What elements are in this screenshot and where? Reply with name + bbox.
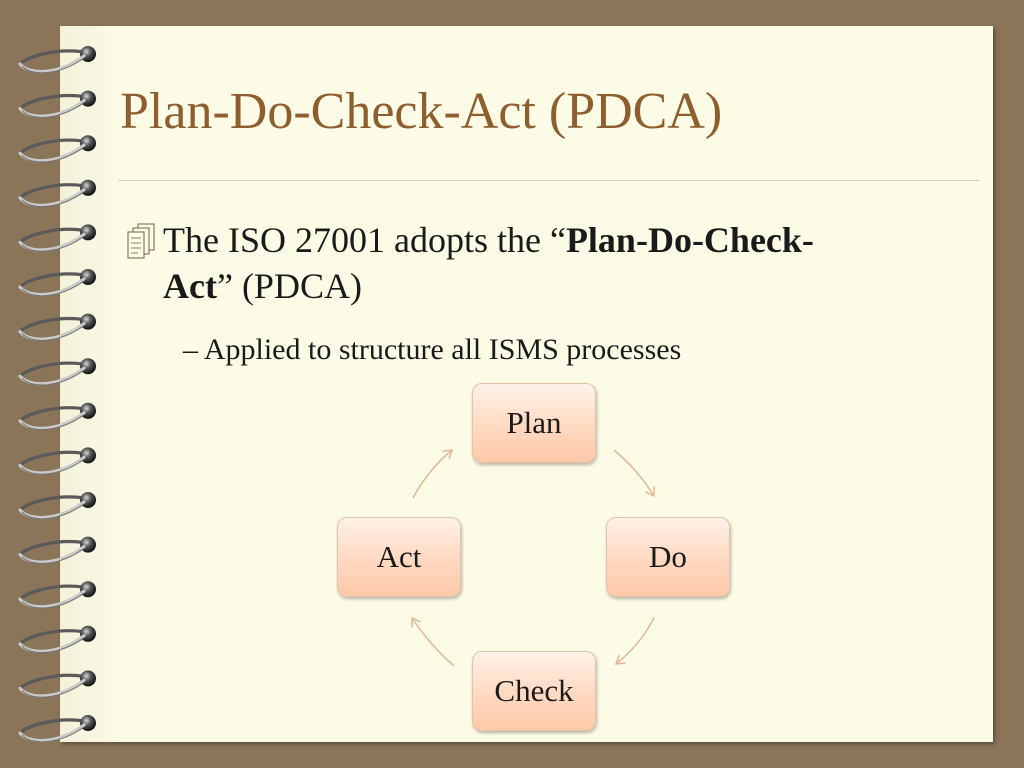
binding-ring xyxy=(18,402,96,431)
cycle-step-check: Check xyxy=(472,651,596,731)
binding-ring xyxy=(18,715,96,743)
binding-ring xyxy=(18,536,96,564)
spiral-binding-icon xyxy=(18,46,96,743)
bullet-text-after: ” (PDCA) xyxy=(216,266,362,306)
binding-ring xyxy=(18,358,96,386)
cycle-step-plan: Plan xyxy=(472,383,596,463)
binding-ring xyxy=(18,581,96,609)
binding-ring xyxy=(18,313,96,341)
binding-ring xyxy=(18,179,96,208)
binding-ring xyxy=(18,625,96,654)
binding-ring xyxy=(18,269,96,297)
binding-ring xyxy=(18,447,96,475)
stacked-pages-icon xyxy=(127,223,155,259)
sub-bullet: – Applied to structure all ISMS processe… xyxy=(183,333,682,366)
bullet-text-before: The ISO 27001 adopts the “ xyxy=(163,220,566,260)
binding-ring xyxy=(18,224,96,252)
cycle-step-act: Act xyxy=(337,517,461,597)
title-divider xyxy=(118,180,980,181)
binding-ring xyxy=(18,670,96,698)
binding-ring xyxy=(18,492,96,520)
binding-ring xyxy=(18,135,96,163)
cycle-step-do: Do xyxy=(606,517,730,597)
slide-title: Plan-Do-Check-Act (PDCA) xyxy=(120,83,723,140)
binding-ring xyxy=(18,90,96,118)
binding-ring xyxy=(18,46,96,74)
main-bullet: The ISO 27001 adopts the “Plan-Do-Check-… xyxy=(163,217,883,309)
bullet-bold-text: Plan-Do-Check-Act xyxy=(163,220,814,306)
